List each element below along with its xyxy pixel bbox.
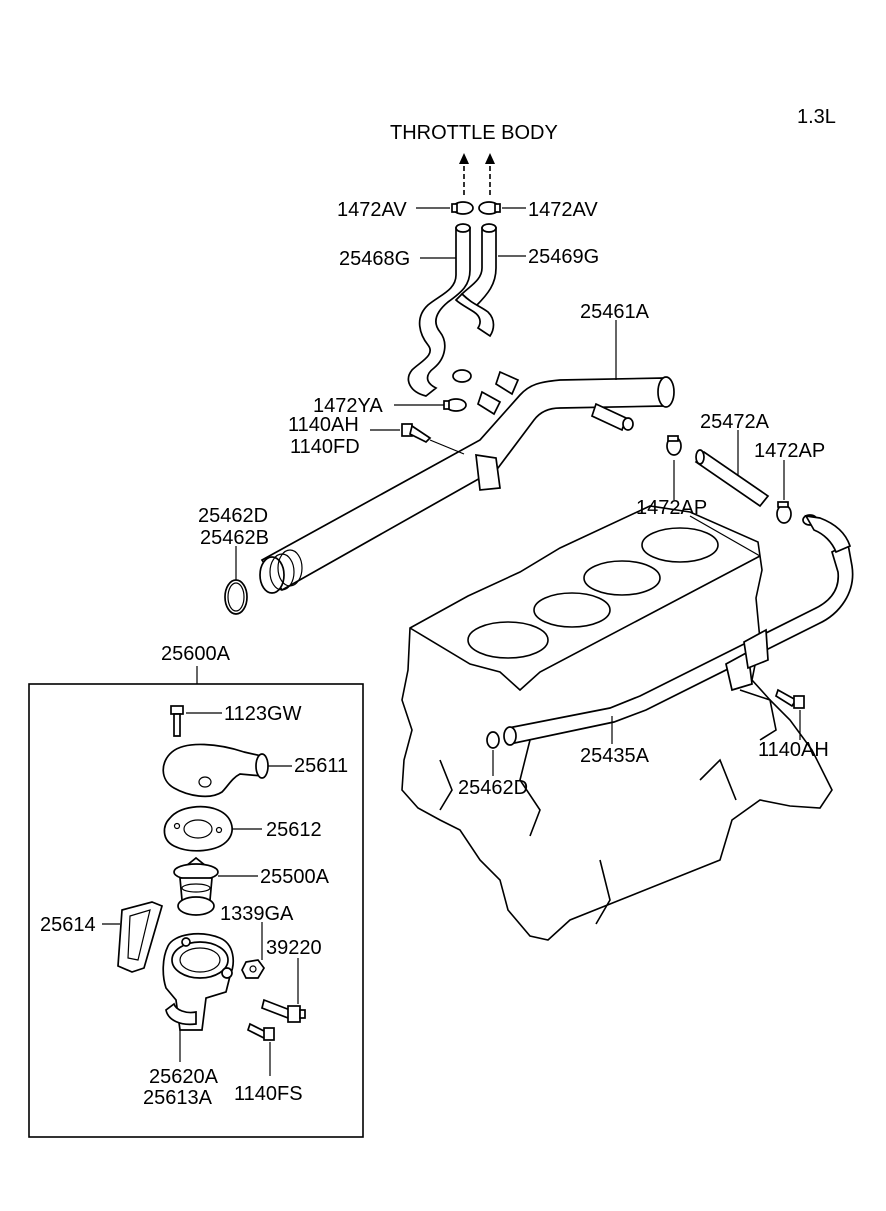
- part-side-gasket-label: 25614: [40, 914, 96, 936]
- side-gasket: [117, 901, 164, 973]
- housing-bolt-top: [170, 705, 184, 737]
- hose-clamp-left: [451, 201, 474, 215]
- part-sensor-label: 39220: [266, 937, 322, 959]
- part-pipe-lower-label: 25435A: [580, 745, 650, 767]
- water-pipe-lower: [503, 514, 854, 746]
- housing-gasket: [163, 805, 233, 852]
- pipe-clamp-upper: [452, 369, 472, 383]
- hose-clamp-right: [478, 201, 501, 215]
- thermostat-housing-upper: [162, 743, 269, 798]
- thermostat-housing-lower: [162, 933, 235, 1031]
- o-ring-lower: [486, 731, 500, 749]
- pipe-bolt: [401, 423, 432, 444]
- part-bolt-pipe-a-label: 1140AH: [288, 414, 359, 436]
- hose-left: [407, 223, 471, 397]
- direction-arrows: [459, 153, 495, 196]
- housing-nut: [241, 959, 266, 979]
- part-oring-a-label: 25462D: [198, 505, 268, 527]
- throttle-body-label: THROTTLE BODY: [390, 122, 558, 144]
- part-pipe-clamp-label: 1472YA: [313, 395, 383, 417]
- part-hose-left-label: 25468G: [339, 248, 410, 270]
- part-nut-label: 1339GA: [220, 903, 294, 925]
- part-hose-right-label: 25469G: [528, 246, 599, 268]
- part-assembly-label: 25600A: [161, 643, 231, 665]
- part-clamp-right-label: 1472AV: [528, 199, 598, 221]
- bypass-hose: [694, 449, 770, 508]
- part-bypass-clamp-mid-label: 1472AP: [636, 497, 707, 519]
- o-ring-pipe: [224, 579, 248, 615]
- part-gasket-label: 25612: [266, 819, 322, 841]
- hose-right: [454, 223, 497, 338]
- part-housing-lower-b-label: 25613A: [143, 1087, 213, 1109]
- pipe-clamp-lower: [443, 398, 467, 412]
- bypass-clamp-mid: [776, 501, 792, 524]
- engine-block: [401, 505, 833, 941]
- part-pipe-main-label: 25461A: [580, 301, 650, 323]
- part-bypass-clamp-top-label: 1472AP: [754, 440, 825, 462]
- bypass-clamp-top: [666, 435, 682, 456]
- part-bolt-block-label: 1140AH: [758, 739, 829, 761]
- thermostat: [173, 856, 219, 916]
- part-thermostat-label: 25500A: [260, 866, 330, 888]
- part-housing-lower-a-label: 25620A: [149, 1066, 219, 1088]
- part-bolt-bottom-label: 1140FS: [234, 1083, 303, 1105]
- assembly-box: [28, 683, 364, 1138]
- temperature-sensor: [260, 998, 306, 1023]
- block-bolt: [774, 688, 805, 709]
- part-oring-lower-label: 25462D: [458, 777, 528, 799]
- part-clamp-left-label: 1472AV: [337, 199, 407, 221]
- engine-label: 1.3L: [797, 106, 836, 128]
- water-pipe-main: [259, 370, 675, 594]
- part-housing-upper-label: 25611: [294, 755, 348, 777]
- part-oring-b-label: 25462B: [200, 527, 269, 549]
- part-bolt-top-label: 1123GW: [224, 703, 302, 725]
- part-bypass-hose-label: 25472A: [700, 411, 770, 433]
- part-bolt-pipe-b-label: 1140FD: [290, 436, 360, 458]
- housing-bolt-bottom: [246, 1022, 275, 1041]
